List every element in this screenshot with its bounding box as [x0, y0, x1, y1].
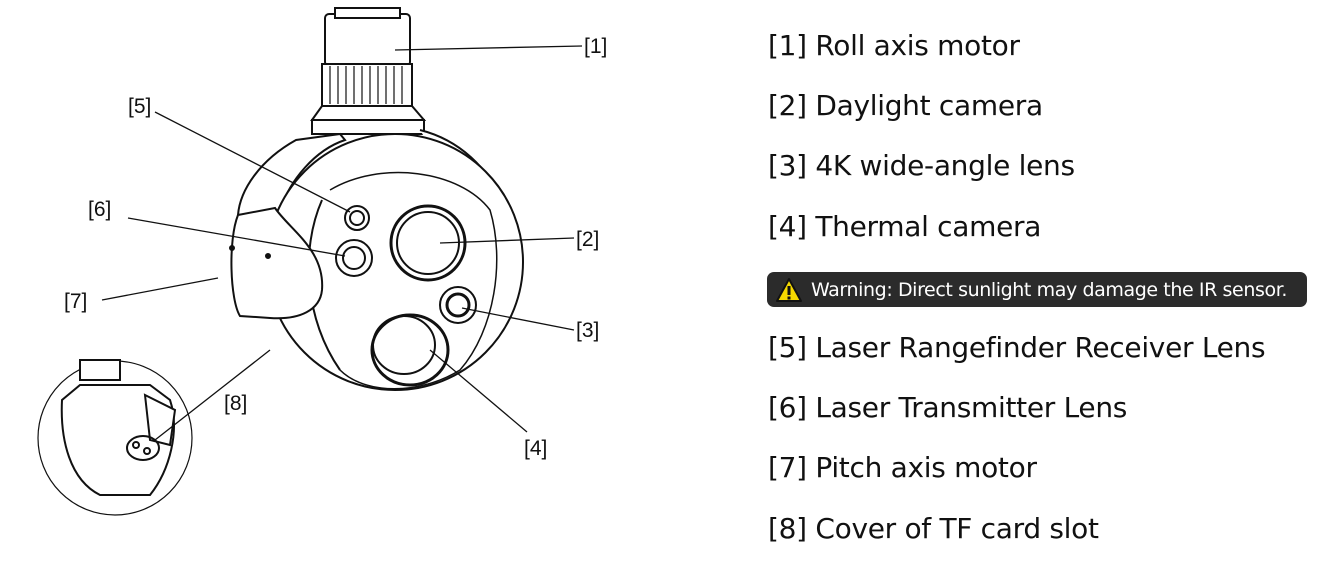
legend-item-thermal-camera: [4] Thermal camera — [768, 210, 1042, 243]
callout-5: [5] — [128, 95, 152, 118]
callout-8: [8] — [224, 392, 248, 415]
thermal-camera-lens — [370, 313, 450, 387]
pitch-axis-motor — [230, 206, 324, 320]
tf-card-inset — [37, 359, 193, 516]
legend-item-laser-transmitter: [6] Laser Transmitter Lens — [768, 391, 1128, 424]
laser-receiver-lens — [344, 205, 370, 231]
daylight-camera-lens — [389, 204, 467, 282]
legend-item-roll-motor: [1] Roll axis motor — [768, 29, 1020, 62]
wide-angle-lens — [439, 286, 477, 324]
legend-item-daylight-camera: [2] Daylight camera — [768, 89, 1043, 122]
legend-item-tf-card-cover: [8] Cover of TF card slot — [768, 512, 1099, 545]
legend-item-pitch-motor: [7] Pitch axis motor — [768, 451, 1037, 484]
legend-item-laser-receiver: [5] Laser Rangefinder Receiver Lens — [768, 331, 1266, 364]
warning-banner: Warning: Direct sunlight may damage the … — [767, 272, 1307, 307]
callout-3: [3] — [576, 319, 600, 342]
warning-text: Warning: Direct sunlight may damage the … — [811, 278, 1288, 301]
laser-transmitter-lens — [335, 239, 373, 277]
legend-item-wide-angle-lens: [3] 4K wide-angle lens — [768, 149, 1075, 182]
warning-triangle-icon — [776, 277, 802, 302]
callout-2: [2] — [576, 228, 600, 251]
roll-axis-motor — [310, 7, 427, 135]
callout-6: [6] — [88, 198, 112, 221]
callout-4: [4] — [524, 437, 548, 460]
callout-7: [7] — [64, 290, 88, 313]
callout-1: [1] — [584, 35, 608, 58]
gimbal-camera-drawing — [37, 7, 583, 516]
